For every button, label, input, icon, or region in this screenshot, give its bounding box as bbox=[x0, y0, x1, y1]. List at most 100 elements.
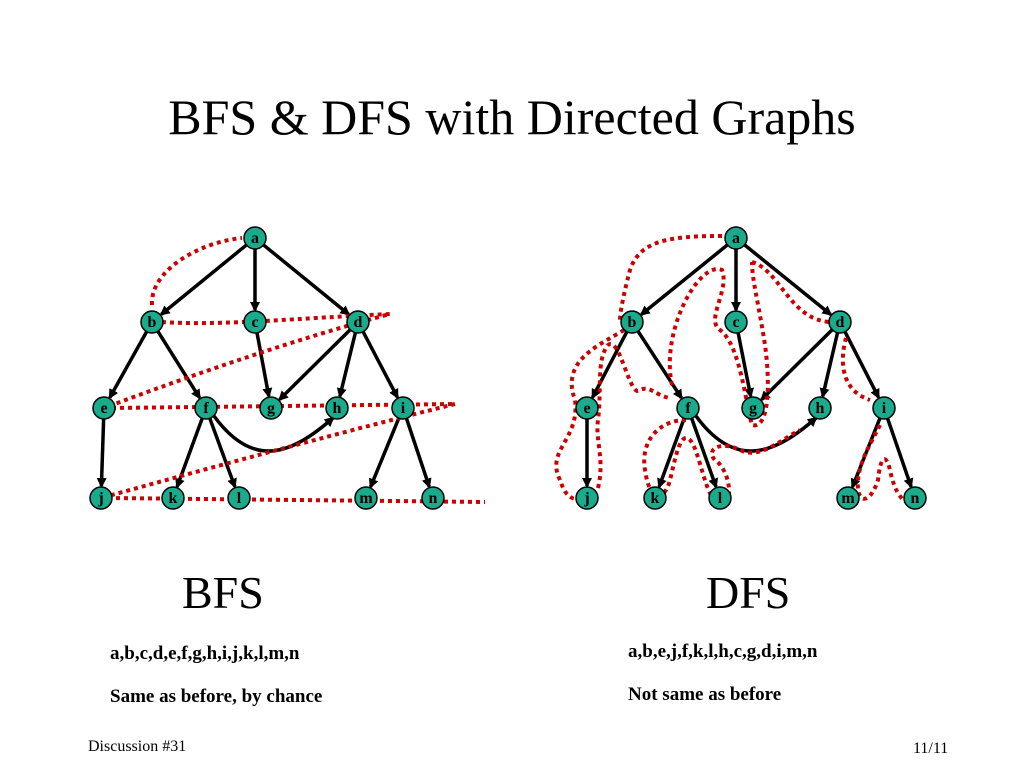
bfs-node-g bbox=[259, 396, 283, 420]
bfs-node-i bbox=[391, 396, 415, 420]
dfs-node-label: g bbox=[749, 400, 757, 417]
dfs-traversal-path bbox=[554, 234, 916, 508]
dfs-traversal-segment bbox=[618, 234, 723, 321]
footer-discussion: Discussion #31 bbox=[88, 738, 187, 755]
bfs-node-b bbox=[140, 310, 164, 334]
bfs-edge-a-b bbox=[159, 243, 248, 316]
dfs-node-label: j bbox=[583, 490, 589, 507]
dfs-edge-f-l bbox=[690, 417, 719, 489]
bfs-node-label: d bbox=[354, 314, 363, 331]
bfs-node-label: b bbox=[148, 314, 157, 331]
dfs-graph: a b c d e f g h i j k l m n bbox=[554, 226, 927, 510]
dfs-node-label: h bbox=[816, 400, 825, 417]
dfs-node-label: e bbox=[583, 400, 590, 417]
dfs-node-f bbox=[676, 396, 700, 420]
bfs-traversal-segment bbox=[111, 402, 456, 410]
dfs-edge-f-k bbox=[657, 417, 686, 489]
bfs-node-label: i bbox=[401, 400, 406, 417]
bfs-graph: a b c d e f g h i j k l m n bbox=[89, 226, 486, 510]
bfs-edge-b-f bbox=[156, 330, 202, 400]
dfs-node-b bbox=[620, 310, 644, 334]
dfs-node-label: l bbox=[718, 490, 723, 507]
bfs-traversal-segment bbox=[149, 236, 243, 306]
bfs-node-label: c bbox=[251, 314, 258, 331]
bfs-edge-e-j bbox=[96, 418, 107, 489]
dfs-traversal-segment bbox=[840, 337, 871, 402]
bfs-edge-d-i bbox=[361, 330, 399, 400]
dfs-edge-d-h bbox=[819, 332, 840, 399]
footer-page-number: 11/11 bbox=[913, 740, 949, 757]
dfs-node-i bbox=[872, 396, 896, 420]
dfs-edge-b-f bbox=[636, 330, 683, 400]
dfs-edge-b-e bbox=[591, 330, 629, 400]
bfs-node-k bbox=[161, 486, 185, 510]
dfs-traversal-segment bbox=[751, 260, 831, 324]
bfs-node-label: g bbox=[267, 400, 275, 417]
dfs-edge-c-g bbox=[736, 332, 755, 399]
bfs-node-label: k bbox=[169, 490, 178, 507]
dfs-node-label: n bbox=[911, 490, 920, 507]
dfs-node-c bbox=[724, 310, 748, 334]
bfs-edge-a-d bbox=[262, 243, 351, 316]
bfs-edge-f-h bbox=[212, 414, 335, 453]
dfs-node-j bbox=[575, 486, 599, 510]
dfs-traversal-segment bbox=[595, 342, 671, 489]
dfs-edge-i-m bbox=[850, 417, 882, 489]
bfs-node-label: f bbox=[203, 400, 209, 417]
bfs-node-m bbox=[354, 486, 378, 510]
slide-title: BFS & DFS with Directed Graphs bbox=[168, 89, 856, 145]
bfs-traversal-path bbox=[100, 236, 486, 504]
bfs-node-label: a bbox=[251, 230, 259, 247]
bfs-edge-d-g bbox=[278, 328, 352, 401]
dfs-traversal-segment bbox=[642, 418, 801, 508]
bfs-traversal-segment bbox=[100, 402, 456, 500]
dfs-node-e bbox=[575, 396, 599, 420]
dfs-node-label: a bbox=[732, 230, 740, 247]
dfs-node-label: b bbox=[628, 314, 637, 331]
dfs-node-n bbox=[903, 486, 927, 510]
bfs-node-d bbox=[346, 310, 370, 334]
dfs-node-label: f bbox=[685, 400, 691, 417]
bfs-node-label: j bbox=[97, 490, 103, 507]
dfs-edge-d-i bbox=[843, 330, 881, 400]
bfs-node-label: n bbox=[429, 490, 438, 507]
dfs-node-d bbox=[828, 310, 852, 334]
bfs-node-f bbox=[194, 396, 218, 420]
dfs-traversal-segment bbox=[855, 424, 916, 507]
bfs-node-label: m bbox=[359, 490, 373, 507]
bfs-edge-i-m bbox=[368, 417, 401, 489]
dfs-node-label: i bbox=[882, 400, 887, 417]
dfs-node-label: m bbox=[841, 490, 855, 507]
dfs-node-label: k bbox=[651, 490, 660, 507]
dfs-node-a bbox=[724, 226, 748, 250]
bfs-edge-b-e bbox=[108, 330, 149, 400]
dfs-node-m bbox=[836, 486, 860, 510]
dfs-node-h bbox=[808, 396, 832, 420]
bfs-node-j bbox=[89, 486, 113, 510]
dfs-edge-f-h bbox=[694, 414, 818, 453]
bfs-edge-d-h bbox=[336, 332, 358, 399]
bfs-edge-c-g bbox=[255, 332, 273, 399]
dfs-edge-a-d bbox=[743, 243, 833, 316]
bfs-node-label: e bbox=[100, 400, 107, 417]
dfs-traversal-segment bbox=[554, 328, 626, 502]
bfs-node-c bbox=[243, 310, 267, 334]
bfs-traversal-segment bbox=[103, 312, 391, 410]
bfs-node-h bbox=[325, 396, 349, 420]
bfs-edge-f-l bbox=[208, 417, 237, 489]
bfs-node-a bbox=[243, 226, 267, 250]
bfs-node-label: h bbox=[333, 400, 342, 417]
dfs-traversal-segment bbox=[667, 261, 770, 428]
dfs-node-label: d bbox=[836, 314, 845, 331]
bfs-note: Same as before, by chance bbox=[110, 686, 323, 707]
bfs-node-label: l bbox=[237, 490, 242, 507]
dfs-edge-d-g bbox=[760, 328, 834, 401]
dfs-edge-a-b bbox=[639, 243, 729, 316]
bfs-node-e bbox=[92, 396, 116, 420]
bfs-edge-i-n bbox=[404, 417, 432, 489]
dfs-edge-i-n bbox=[885, 417, 914, 489]
dfs-node-g bbox=[741, 396, 765, 420]
bfs-order: a,b,c,d,e,f,g,h,i,j,k,l,m,n bbox=[110, 643, 300, 664]
dfs-node-label: c bbox=[732, 314, 739, 331]
dfs-node-l bbox=[708, 486, 732, 510]
